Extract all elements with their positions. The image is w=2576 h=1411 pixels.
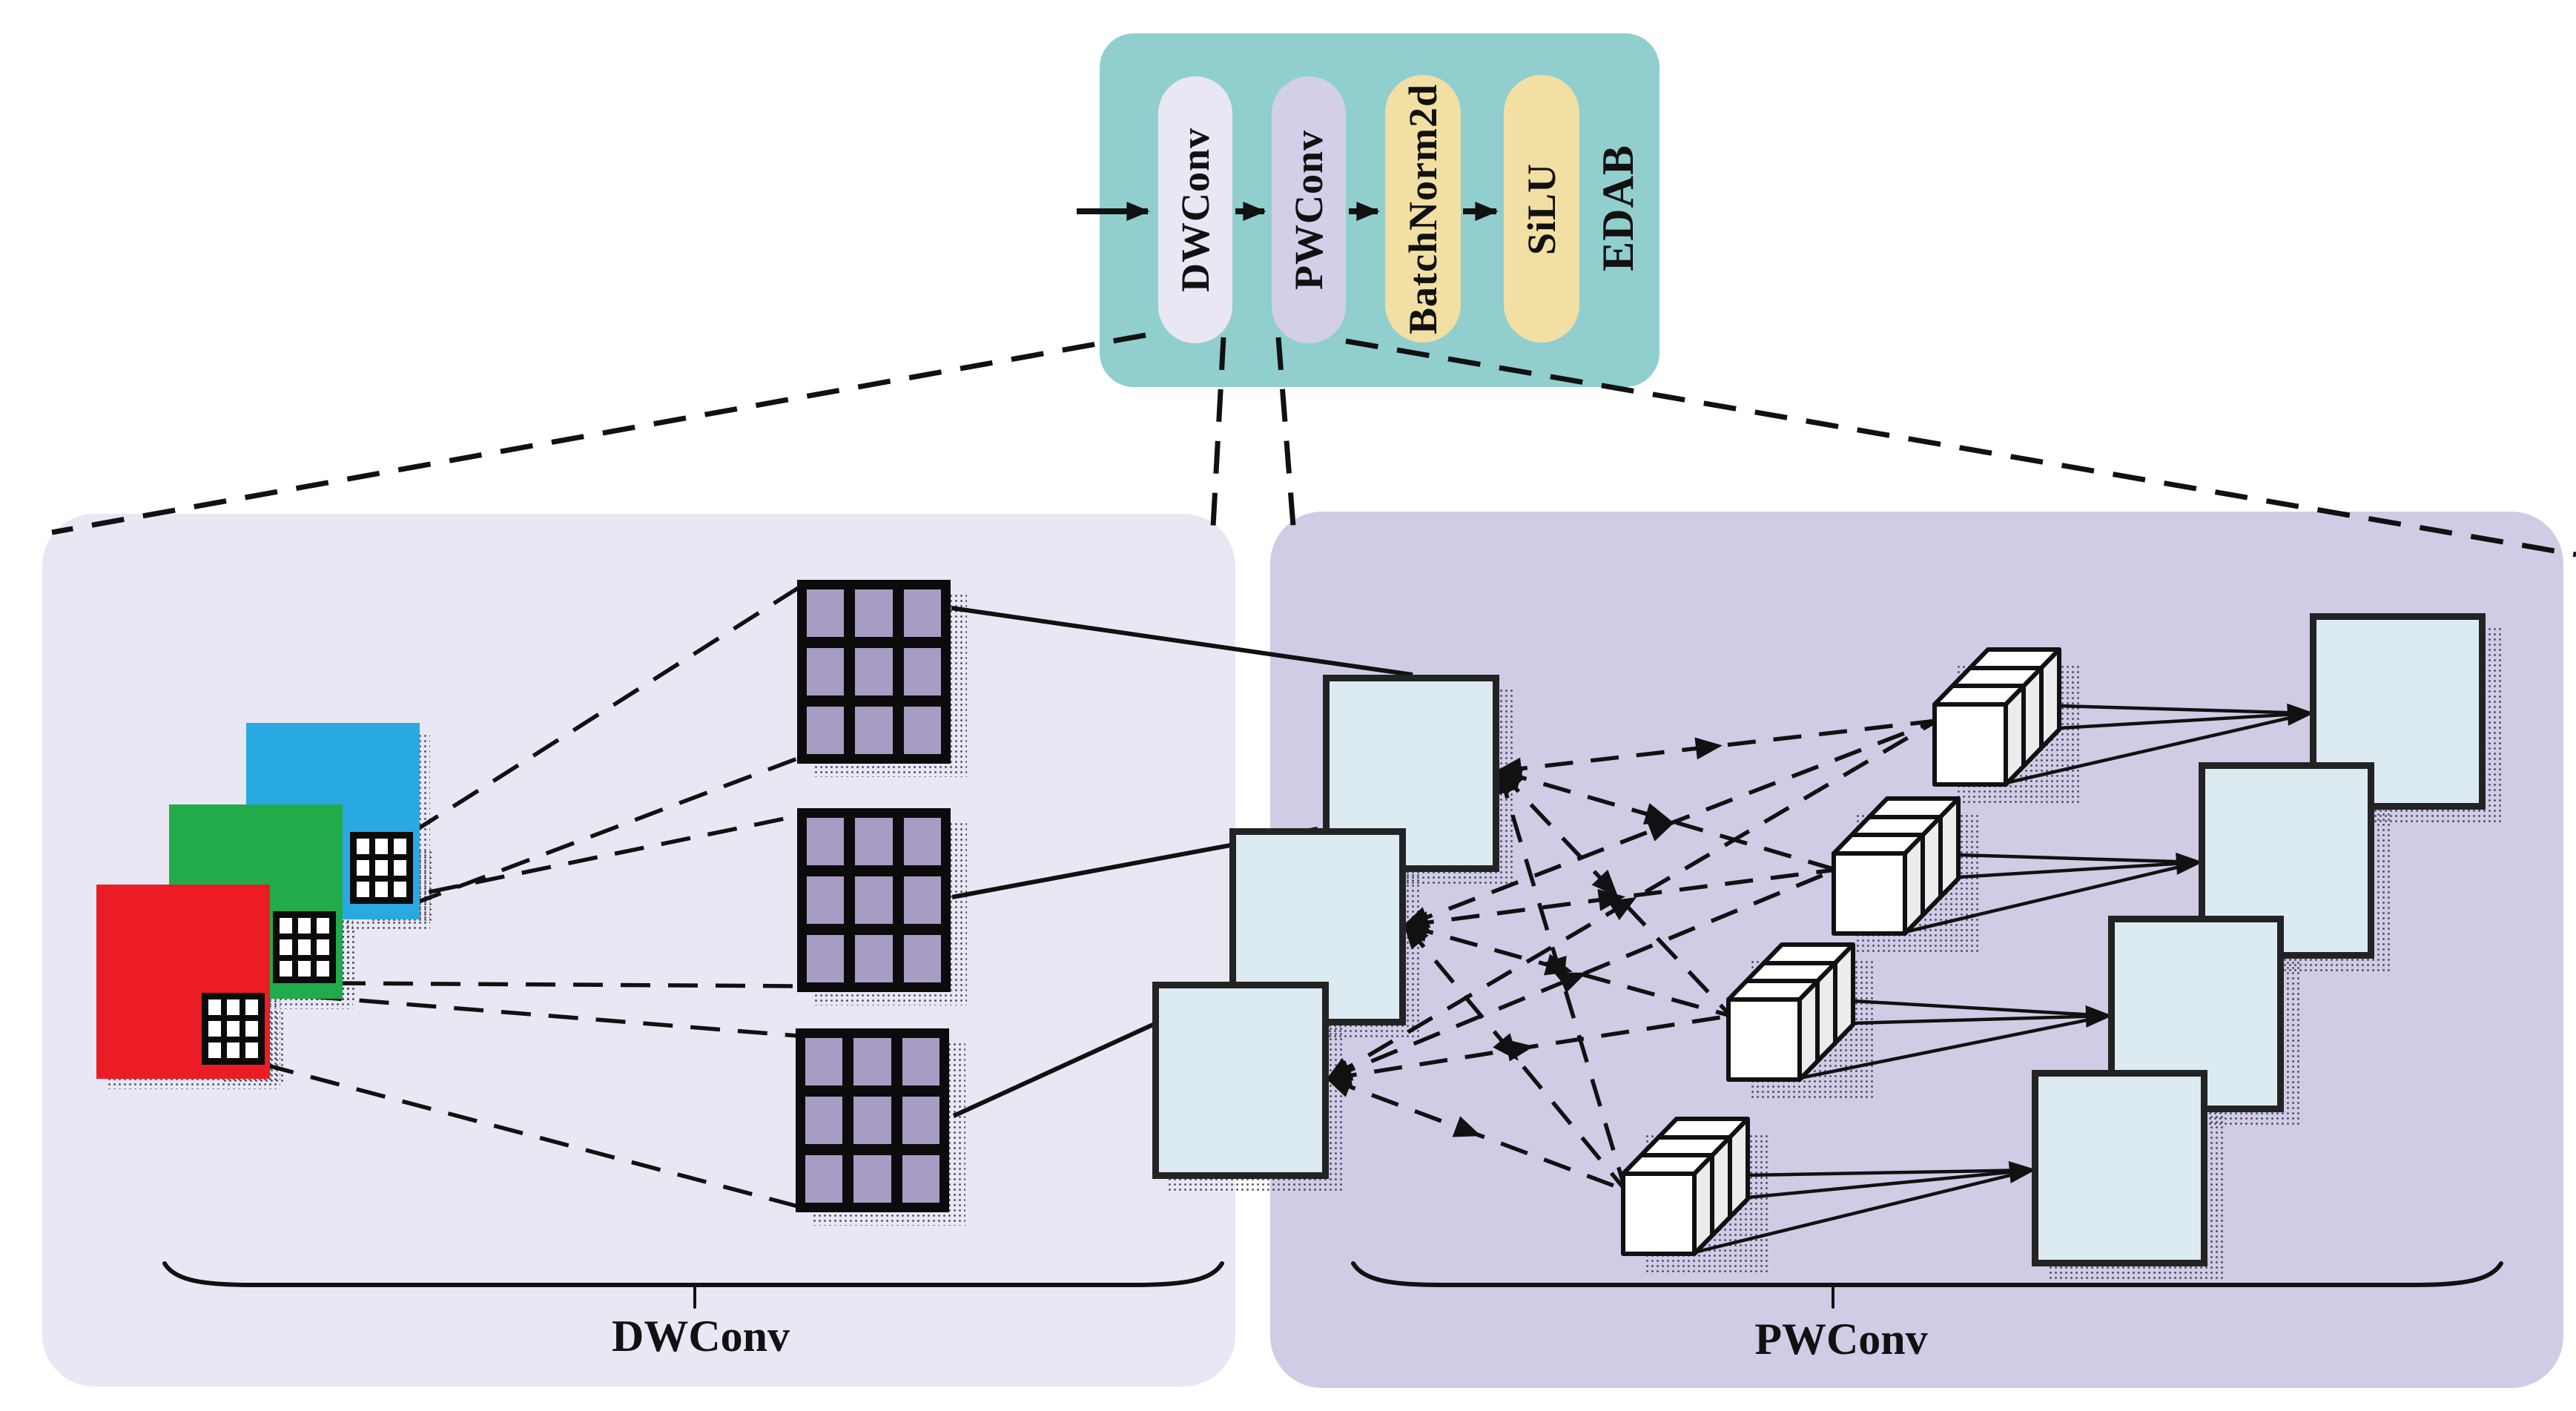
pw-kernel-cube-4	[1623, 1119, 1748, 1254]
kernel-window-green	[273, 911, 336, 983]
pw-kernel-cube-2	[1834, 799, 1958, 933]
pill-dwconv: DWConv	[1158, 76, 1232, 343]
kernel-window-red	[202, 993, 265, 1065]
dw-kernel-1	[797, 580, 951, 764]
map-cube-links	[1324, 718, 1938, 1192]
pw-kernel-cube-3	[1728, 945, 1853, 1080]
kernel-window-blue	[350, 832, 413, 904]
dw-kernel-2	[797, 808, 951, 992]
edab-panel-links	[51, 332, 2576, 558]
pill-silu: SiLU	[1504, 75, 1579, 343]
dw-kernel-3	[796, 1028, 949, 1212]
dwconv-brace	[162, 1261, 1224, 1309]
output-map-2	[2199, 762, 2374, 959]
cube-output-links	[1694, 703, 2314, 1255]
output-map-4	[2032, 1070, 2207, 1266]
grid-kernel-links	[264, 585, 801, 1209]
pill-batchnorm2d: BatchNorm2d	[1385, 75, 1461, 343]
dwconv-caption: DWConv	[611, 1312, 790, 1361]
pwconv-brace	[1351, 1261, 2503, 1309]
feature-map-3	[1152, 982, 1329, 1179]
pwconv-caption: PWConv	[1754, 1315, 1928, 1364]
pw-kernel-cube-1	[1935, 650, 2059, 784]
pill-pwconv: PWConv	[1272, 76, 1346, 343]
